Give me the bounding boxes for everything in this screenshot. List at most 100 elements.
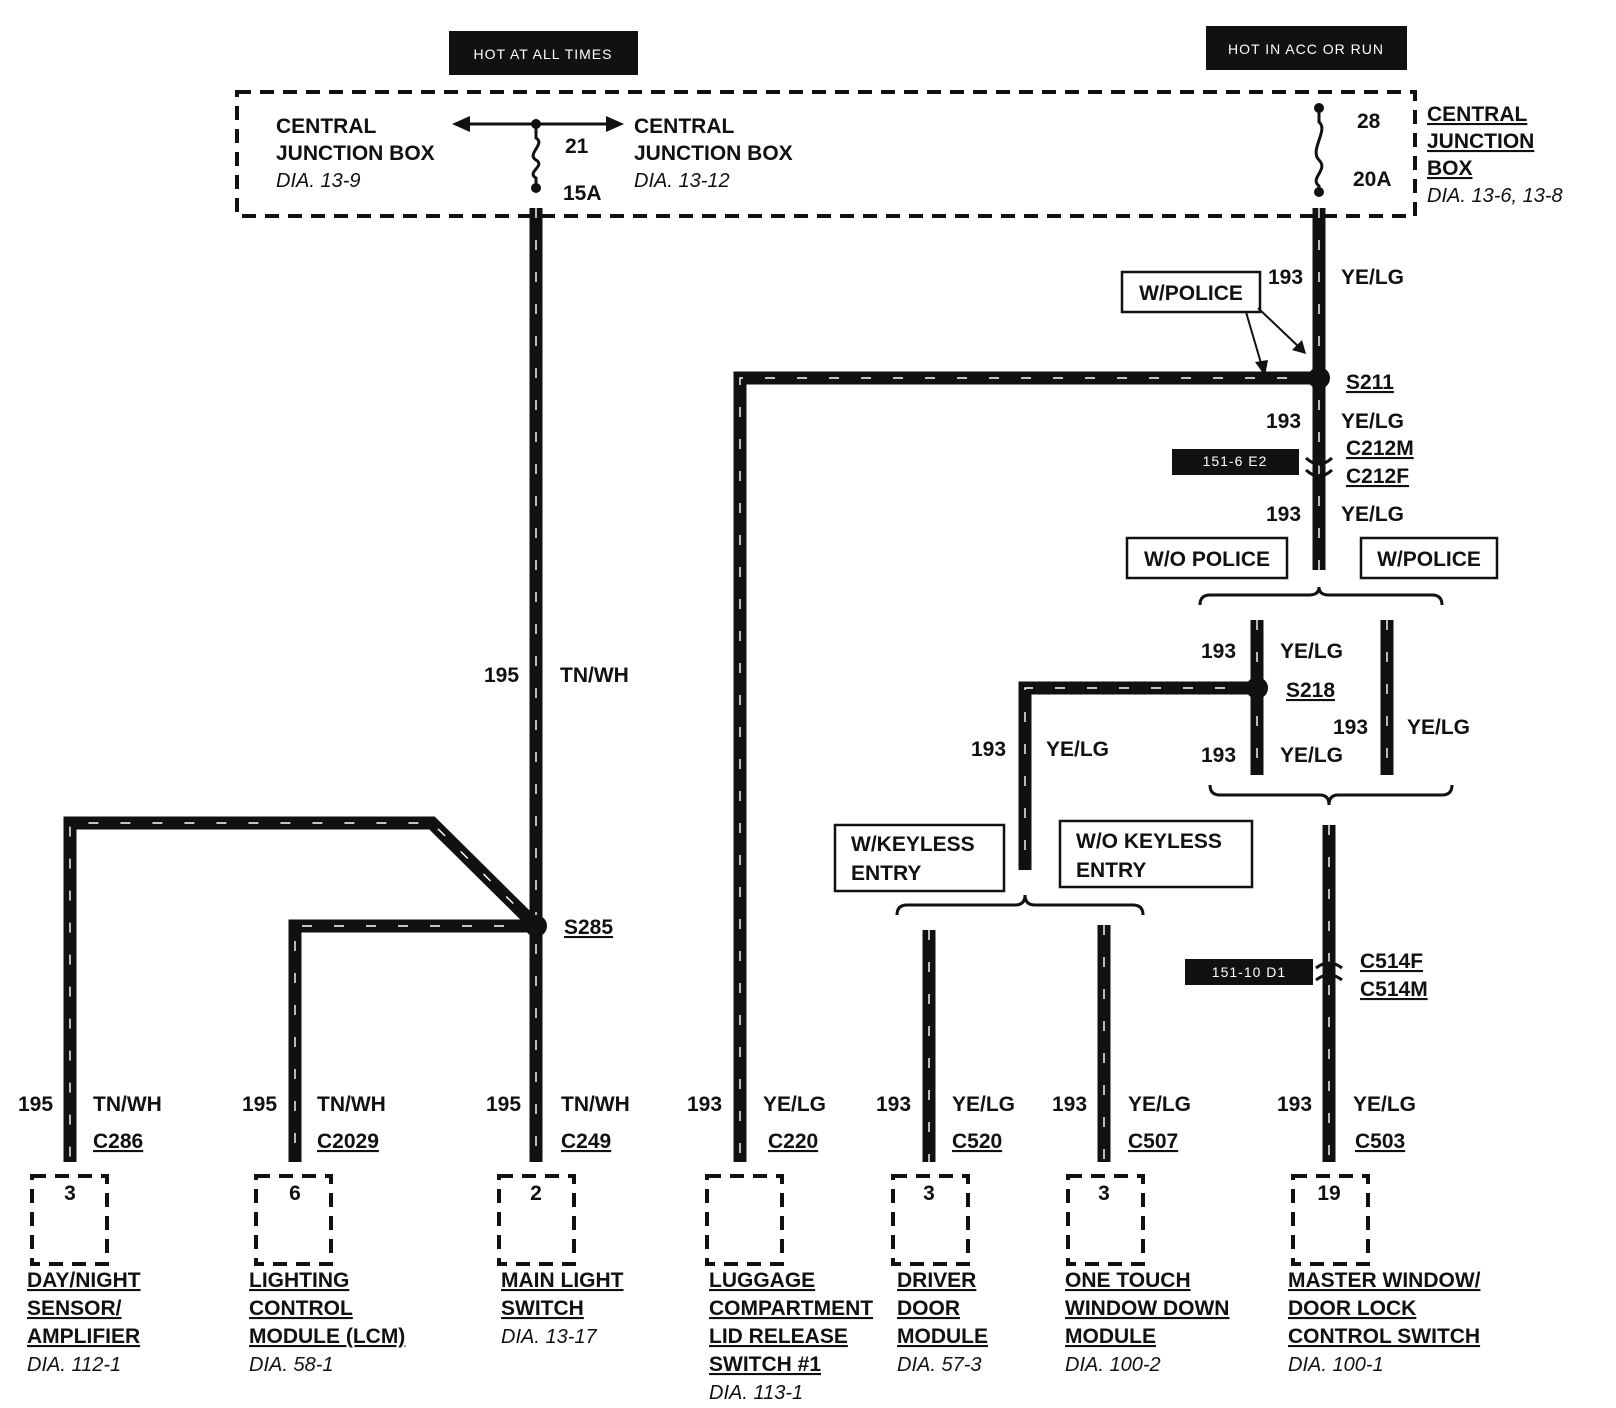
svg-text:MASTER WINDOW/: MASTER WINDOW/ [1288,1269,1481,1292]
svg-text:ENTRY: ENTRY [1076,859,1146,882]
svg-text:DIA. 13-17: DIA. 13-17 [501,1326,597,1348]
svg-text:CENTRAL: CENTRAL [276,115,376,138]
svg-text:193: 193 [1268,266,1303,289]
svg-text:193: 193 [687,1093,722,1116]
svg-text:C220: C220 [768,1130,818,1153]
w-keyless-entry-box: W/KEYLESS ENTRY [833,823,1006,893]
svg-text:C520: C520 [952,1130,1002,1153]
svg-text:DOOR: DOOR [897,1297,960,1320]
component-luggage-release-switch: LUGGAGE COMPARTMENT LID RELEASE SWITCH #… [709,1269,873,1404]
svg-text:SWITCH: SWITCH [501,1297,584,1320]
splice-s211-label: S211 [1346,371,1394,394]
svg-text:DIA. 13-6, 13-8: DIA. 13-6, 13-8 [1427,185,1563,207]
svg-text:2: 2 [530,1182,542,1205]
svg-text:TN/WH: TN/WH [93,1093,162,1116]
svg-text:193: 193 [1333,716,1368,739]
svg-text:C514F: C514F [1360,950,1423,973]
component-lighting-control-module: LIGHTING CONTROL MODULE (LCM) DIA. 58-1 [249,1269,405,1376]
w-police-box: W/POLICE [1359,536,1499,580]
svg-text:DIA. 112-1: DIA. 112-1 [27,1354,121,1376]
fuse-21-symbol: 21 15A [531,119,602,205]
svg-text:YE/LG: YE/LG [1046,738,1109,761]
svg-text:WINDOW DOWN: WINDOW DOWN [1065,1297,1229,1320]
svg-text:CENTRAL: CENTRAL [1427,103,1527,126]
svg-text:ENTRY: ENTRY [851,862,921,885]
svg-text:195: 195 [484,664,519,687]
svg-text:C507: C507 [1128,1130,1178,1153]
svg-text:W/KEYLESS: W/KEYLESS [851,833,975,856]
svg-text:MODULE: MODULE [897,1325,988,1348]
svg-text:195: 195 [242,1093,277,1116]
svg-text:193: 193 [1266,410,1301,433]
svg-text:15A: 15A [563,182,602,205]
svg-text:C2029: C2029 [317,1130,379,1153]
svg-text:DIA. 13-9: DIA. 13-9 [276,170,360,192]
svg-text:TN/WH: TN/WH [317,1093,386,1116]
svg-text:193: 193 [1201,640,1236,663]
bottom-connector-labels: C286 C2029 C249 C220 C520 C507 C503 [93,1130,1405,1153]
svg-text:6: 6 [289,1182,301,1205]
wo-police-box: W/O POLICE [1125,536,1289,580]
svg-text:YE/LG: YE/LG [952,1093,1015,1116]
svg-text:LUGGAGE: LUGGAGE [709,1269,815,1292]
svg-text:193: 193 [1266,503,1301,526]
svg-text:ONE TOUCH: ONE TOUCH [1065,1269,1191,1292]
svg-text:151-10 D1: 151-10 D1 [1212,964,1286,980]
svg-text:DIA. 58-1: DIA. 58-1 [249,1354,333,1376]
cjb-mid-label: CENTRAL JUNCTION BOX DIA. 13-12 [634,115,793,192]
hot-in-acc-or-run-tag: HOT IN ACC OR RUN [1206,26,1407,70]
svg-text:COMPARTMENT: COMPARTMENT [709,1297,873,1320]
svg-text:CONTROL SWITCH: CONTROL SWITCH [1288,1325,1480,1348]
svg-text:193: 193 [876,1093,911,1116]
svg-text:YE/LG: YE/LG [1280,640,1343,663]
component-main-light-switch: MAIN LIGHT SWITCH DIA. 13-17 [501,1269,624,1348]
w-police-top-box: W/POLICE [1120,270,1306,376]
svg-text:20A: 20A [1353,168,1392,191]
svg-text:TN/WH: TN/WH [560,664,629,687]
svg-text:DOOR LOCK: DOOR LOCK [1288,1297,1416,1320]
wire-195-day-night [63,816,541,1162]
c514-connector: 151-10 D1 C514F C514M [1185,950,1428,1001]
svg-text:YE/LG: YE/LG [1407,716,1470,739]
splice-s285-dot [525,915,547,937]
svg-text:MAIN LIGHT: MAIN LIGHT [501,1269,624,1292]
svg-text:W/POLICE: W/POLICE [1377,548,1481,571]
svg-text:C212M: C212M [1346,437,1414,460]
svg-text:DIA. 57-3: DIA. 57-3 [897,1354,981,1376]
svg-text:MODULE: MODULE [1065,1325,1156,1348]
svg-text:19: 19 [1317,1182,1340,1205]
svg-text:W/O POLICE: W/O POLICE [1144,548,1270,571]
svg-text:BOX: BOX [1427,157,1473,180]
svg-text:TN/WH: TN/WH [561,1093,630,1116]
wire-193-luggage [733,371,1319,1162]
circuit-labels: 193 YE/LG 193 YE/LG 193 YE/LG 193 YE/LG … [18,266,1470,1116]
wire-193-keyless [1018,681,1257,870]
svg-text:LID RELEASE: LID RELEASE [709,1325,848,1348]
svg-text:151-6 E2: 151-6 E2 [1203,453,1268,469]
svg-text:C514M: C514M [1360,978,1428,1001]
svg-text:YE/LG: YE/LG [1341,503,1404,526]
svg-text:195: 195 [18,1093,53,1116]
fuse-28-symbol: 28 20A [1314,103,1392,197]
c212-connector: 151-6 E2 C212M C212F [1172,437,1414,488]
svg-text:W/O KEYLESS: W/O KEYLESS [1076,830,1222,853]
cjb-left-label: CENTRAL JUNCTION BOX DIA. 13-9 [276,115,435,192]
police-option-brace [1198,586,1444,606]
wo-keyless-entry-box: W/O KEYLESS ENTRY [1058,819,1254,889]
svg-text:DIA. 113-1: DIA. 113-1 [709,1382,803,1404]
svg-text:193: 193 [1277,1093,1312,1116]
svg-text:YE/LG: YE/LG [1128,1093,1191,1116]
splice-s218-dot [1246,677,1268,699]
svg-text:CENTRAL: CENTRAL [634,115,734,138]
svg-text:YE/LG: YE/LG [1341,266,1404,289]
svg-text:YE/LG: YE/LG [1353,1093,1416,1116]
svg-text:JUNCTION BOX: JUNCTION BOX [276,142,435,165]
splice-s218-label: S218 [1286,679,1335,702]
svg-text:193: 193 [971,738,1006,761]
component-day-night-sensor: DAY/NIGHT SENSOR/ AMPLIFIER DIA. 112-1 [27,1269,141,1376]
svg-text:YE/LG: YE/LG [763,1093,826,1116]
svg-text:DIA. 13-12: DIA. 13-12 [634,170,730,192]
svg-text:HOT AT ALL TIMES: HOT AT ALL TIMES [474,46,613,62]
splice-s285-label: S285 [564,916,613,939]
